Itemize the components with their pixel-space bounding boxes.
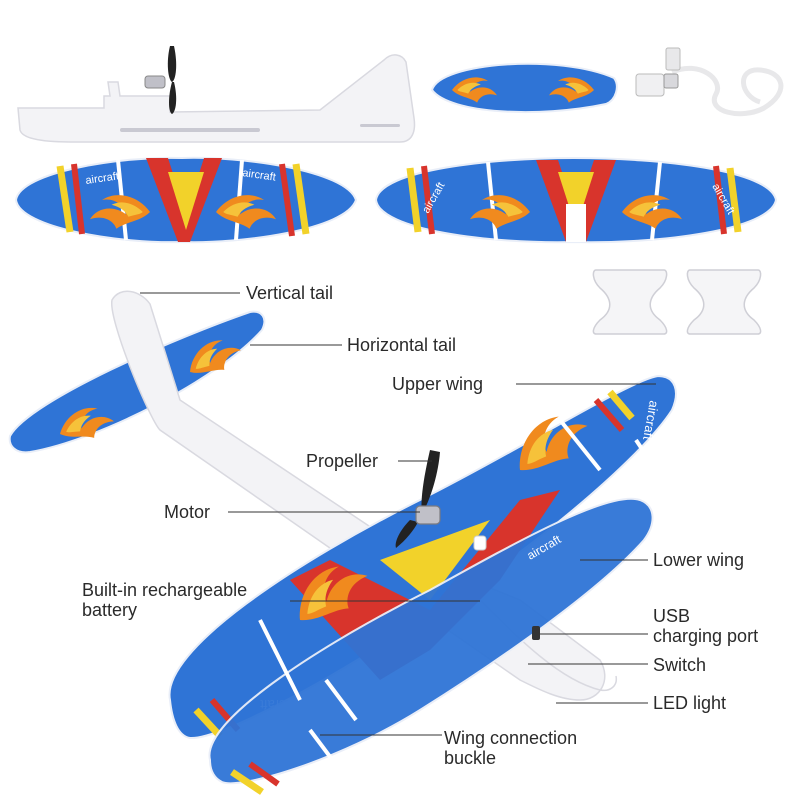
label-buckle-line2: buckle — [444, 748, 497, 768]
upper-wing-part-text-right: aircraft — [242, 167, 277, 184]
label-motor: Motor — [164, 502, 211, 522]
label-led-light: LED light — [653, 693, 727, 713]
label-propeller: Propeller — [306, 451, 379, 471]
assembled-buckles — [258, 418, 658, 772]
label-horizontal-tail: Horizontal tail — [347, 335, 457, 355]
upper-wing-part-text: aircraft — [85, 170, 120, 187]
motor-and-propeller — [395, 450, 540, 640]
label-lower-wing: Lower wing — [653, 550, 745, 570]
label-usb-line1: USB — [653, 606, 691, 626]
label-usb-port: USB charging port — [653, 606, 758, 646]
leader-lines — [140, 292, 656, 736]
label-vertical-tail: Vertical tail — [246, 283, 334, 303]
assembled-lower-wing: aircraft — [208, 497, 654, 795]
fuselage-part — [17, 46, 416, 143]
horizontal-tail-part — [430, 62, 618, 114]
label-buckle-line1: Wing connection — [444, 728, 578, 748]
spare-buckles — [592, 269, 762, 335]
label-battery-line1: Built-in rechargeable — [82, 580, 248, 600]
label-switch: Switch — [653, 655, 707, 675]
label-usb-line2: charging port — [653, 626, 759, 646]
label-upper-wing: Upper wing — [392, 374, 484, 394]
assembled-upper-wing-text: aircraft — [640, 399, 662, 441]
label-wing-buckle: Wing connection buckle — [444, 728, 577, 768]
lower-wing-part: aircraft aircraft — [374, 156, 778, 244]
usb-cable — [635, 47, 784, 117]
label-battery: Built-in rechargeable battery — [82, 580, 247, 620]
upper-wing-part: aircraft aircraft — [14, 156, 358, 244]
label-battery-line2: battery — [82, 600, 138, 620]
